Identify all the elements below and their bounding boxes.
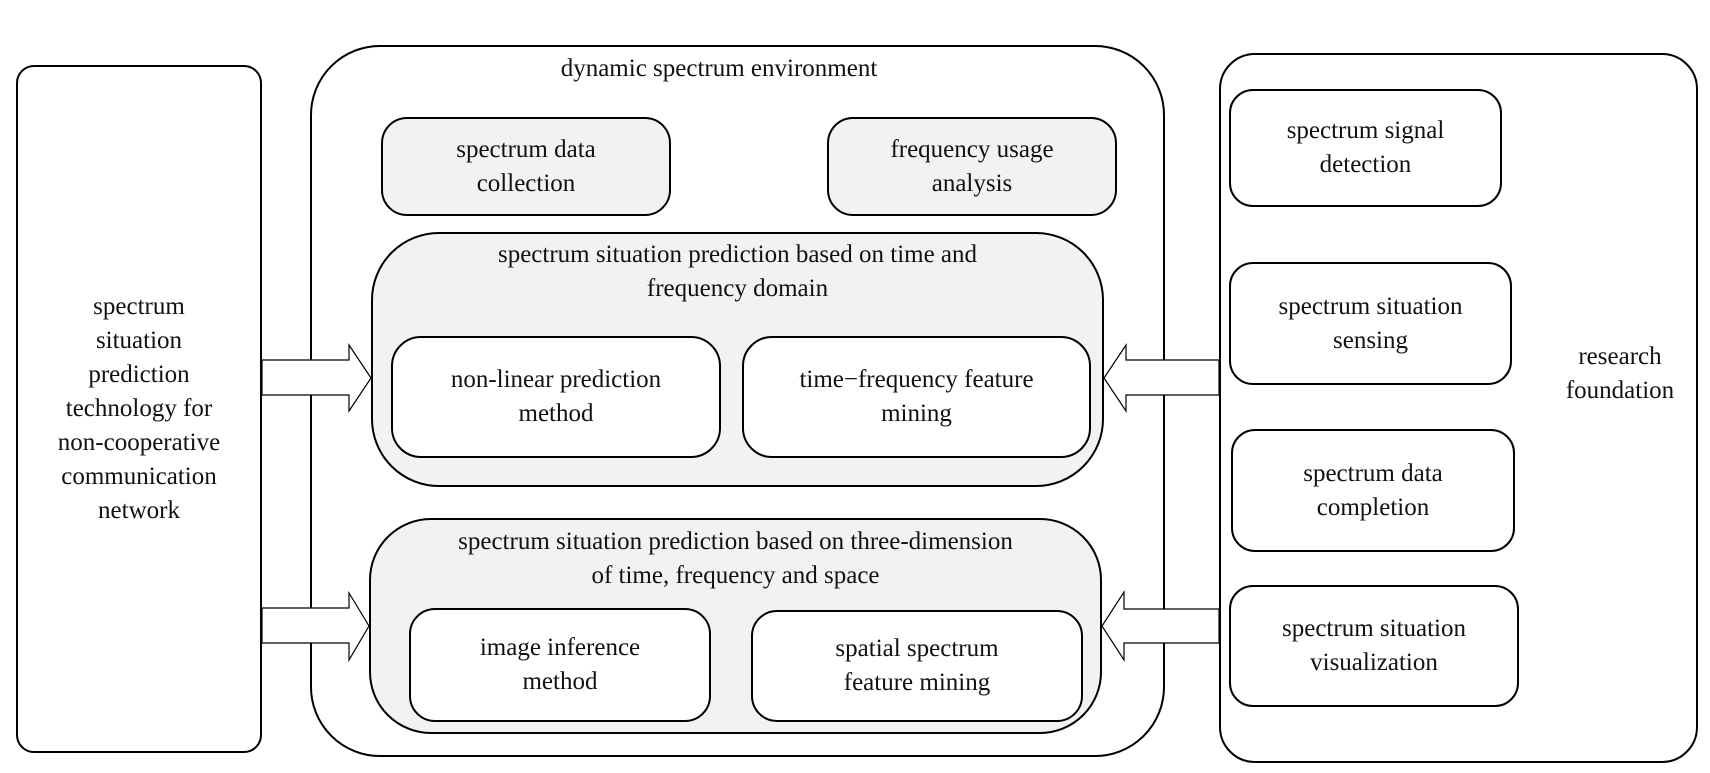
non-linear-prediction-method-box: non-linear prediction method [391, 336, 721, 458]
spectrum-signal-detection-box: spectrum signal detection [1229, 89, 1502, 207]
spatial-spectrum-feature-mining-label: spatial spectrum feature mining [835, 635, 999, 696]
time-frequency-feature-mining-box: time−frequency feature mining [742, 336, 1091, 458]
spectrum-data-completion-box: spectrum data completion [1231, 429, 1515, 552]
spectrum-situation-sensing-label: spectrum situation sensing [1278, 292, 1463, 354]
spectrum-situation-visualization-label: spectrum situation visualization [1282, 615, 1466, 676]
arrow-right-to-group2 [1101, 589, 1220, 663]
research-foundation-label: research foundation [1565, 343, 1675, 404]
image-inference-method-box: image inference method [409, 608, 711, 722]
spatial-spectrum-feature-mining-box: spatial spectrum feature mining [751, 610, 1083, 722]
frequency-usage-analysis-label: frequency usage analysis [890, 135, 1054, 197]
left-panel-label: spectrum situation prediction technology… [57, 293, 221, 524]
spectrum-data-collection-box: spectrum data collection [381, 117, 671, 216]
center-title: dynamic spectrum environment [560, 55, 878, 82]
arrow-right-to-group1 [1103, 343, 1220, 413]
left-panel: spectrum situation prediction technology… [16, 65, 262, 753]
frequency-usage-analysis-box: frequency usage analysis [827, 117, 1117, 216]
non-linear-prediction-method-label: non-linear prediction method [450, 366, 662, 427]
spectrum-data-collection-label: spectrum data collection [456, 135, 596, 197]
image-inference-method-label: image inference method [479, 634, 641, 695]
spectrum-data-completion-label: spectrum data completion [1303, 459, 1443, 521]
spectrum-situation-visualization-box: spectrum situation visualization [1229, 585, 1519, 707]
arrow-left-to-group1 [261, 343, 372, 413]
spectrum-situation-sensing-box: spectrum situation sensing [1229, 262, 1512, 385]
group1-title: spectrum situation prediction based on t… [497, 241, 978, 302]
arrow-left-to-group2 [261, 590, 370, 663]
spectrum-signal-detection-label: spectrum signal detection [1286, 117, 1445, 178]
group2-title: spectrum situation prediction based on t… [458, 528, 1013, 589]
time-frequency-feature-mining-label: time−frequency feature mining [799, 366, 1034, 427]
